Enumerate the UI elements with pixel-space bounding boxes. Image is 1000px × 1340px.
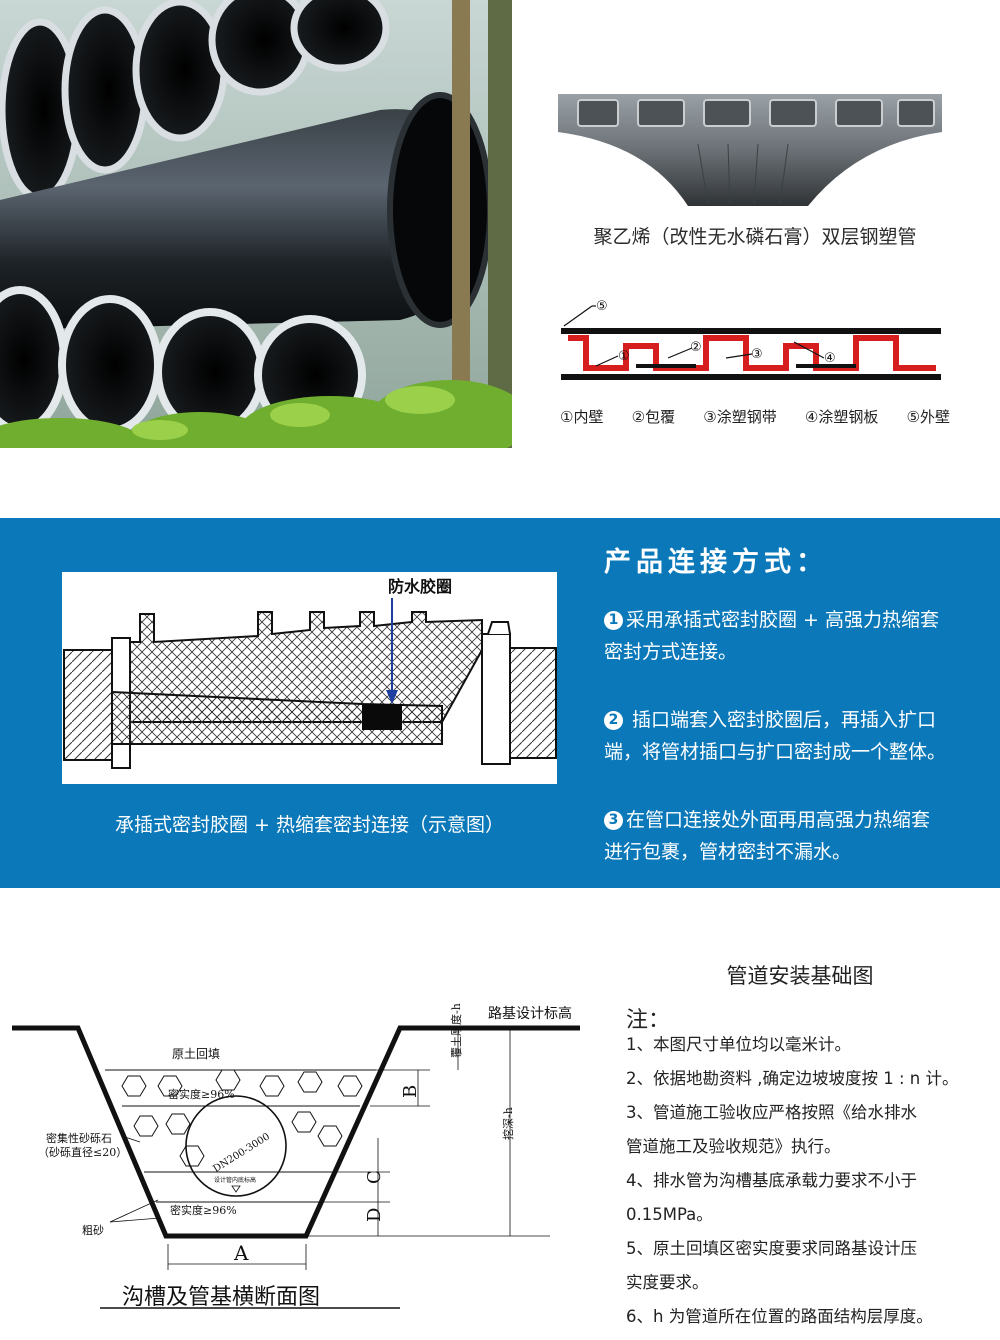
trench-cross-section-diagram: 路基设计标高 原土回填 密实度≥96% 密集性砂砾石 （砂砾直径≤20） 密实度… (12, 1003, 580, 1310)
connection-figure-caption: 承插式密封胶圈 + 热缩套密封连接（示意图） (114, 814, 504, 836)
dim-D: D (364, 1208, 385, 1222)
layer-number-2: ② (690, 340, 702, 355)
note-line-2: 2、依据地勘资料 ,确定边坡坡度按 1 : n 计。 (626, 1069, 959, 1088)
pipe-size-label: DN200-3000 (211, 1131, 272, 1175)
backfill-label: 原土回填 (172, 1047, 220, 1061)
trench-depth-label: 挖深-h (501, 1107, 515, 1140)
legend-item-steel-plate: ④涂塑钢板 (804, 408, 879, 426)
pipe-wall-cross-section-image (558, 94, 942, 206)
layer-structure-diagram: ⑤ ② ③ ① ④ (561, 299, 941, 380)
layer-number-3: ③ (751, 347, 763, 362)
note-line-6: 0.15MPa。 (626, 1205, 713, 1224)
connection-schematic: 防水胶圈 (62, 572, 557, 784)
legend-item-inner-wall: ①内壁 (560, 408, 604, 426)
legend-item-coating: ②包覆 (631, 408, 676, 426)
legend-item-steel-strip: ③涂塑钢带 (703, 408, 777, 426)
cover-depth-label: 覆土厚度-h (449, 1003, 463, 1058)
road-design-level-label: 路基设计标高 (488, 1005, 572, 1022)
dim-B: B (400, 1085, 421, 1098)
note-line-9: 6、h 为管道所在位置的路面结构层厚度。 (626, 1307, 933, 1326)
product-caption: 聚乙烯（改性无水磷石膏）双层钢塑管 (593, 226, 917, 248)
note-line-4: 管道施工及验收规范》执行。 (626, 1137, 841, 1156)
connection-item-2: 2 插口端套入密封胶圈后，再插入扩口 端，将管材插口与扩口密封成一个整体。 (604, 709, 947, 763)
number-badge-1: 1 (604, 611, 623, 630)
gravel-label: 密集性砂砾石 (46, 1131, 112, 1145)
note-line-5: 4、排水管为沟槽基底承载力要求不小于 (626, 1171, 917, 1190)
layer-legend: ①内壁 ②包覆 ③涂塑钢带 ④涂塑钢板 ⑤外壁 (560, 406, 950, 427)
layer-number-1: ① (618, 349, 630, 364)
density-label-upper: 密实度≥96% (168, 1087, 235, 1101)
number-badge-3: 3 (604, 811, 623, 830)
trench-diagram-title: 沟槽及管基横断面图 (122, 1285, 320, 1310)
coarse-sand-label: 粗砂 (82, 1224, 104, 1237)
connection-title: 产品连接方式： (604, 547, 828, 578)
layer-number-5: ⑤ (596, 299, 608, 314)
dim-A: A (233, 1241, 249, 1265)
note-line-1: 1、本图尺寸单位均以毫米计。 (626, 1035, 851, 1054)
waterproof-ring-label: 防水胶圈 (388, 577, 452, 596)
note-line-8: 实度要求。 (626, 1273, 709, 1292)
note-line-7: 5、原土回填区密实度要求同路基设计压 (626, 1239, 917, 1258)
notes-heading: 注： (626, 1008, 671, 1033)
legend-item-outer-wall: ⑤外壁 (906, 408, 950, 426)
gravel-size-label: （砂砾直径≤20） (38, 1145, 127, 1159)
install-notes-title: 管道安装基础图 (726, 964, 874, 988)
note-line-3: 3、管道施工验收应严格按照《给水排水 (626, 1103, 917, 1122)
density-label-lower: 密实度≥96% (170, 1203, 237, 1217)
invert-label: 设计管内底标高 (214, 1176, 256, 1184)
layer-number-4: ④ (824, 351, 836, 366)
pipe-stack-photo (0, 0, 512, 448)
dim-C: C (364, 1170, 385, 1184)
number-badge-2: 2 (604, 711, 623, 730)
